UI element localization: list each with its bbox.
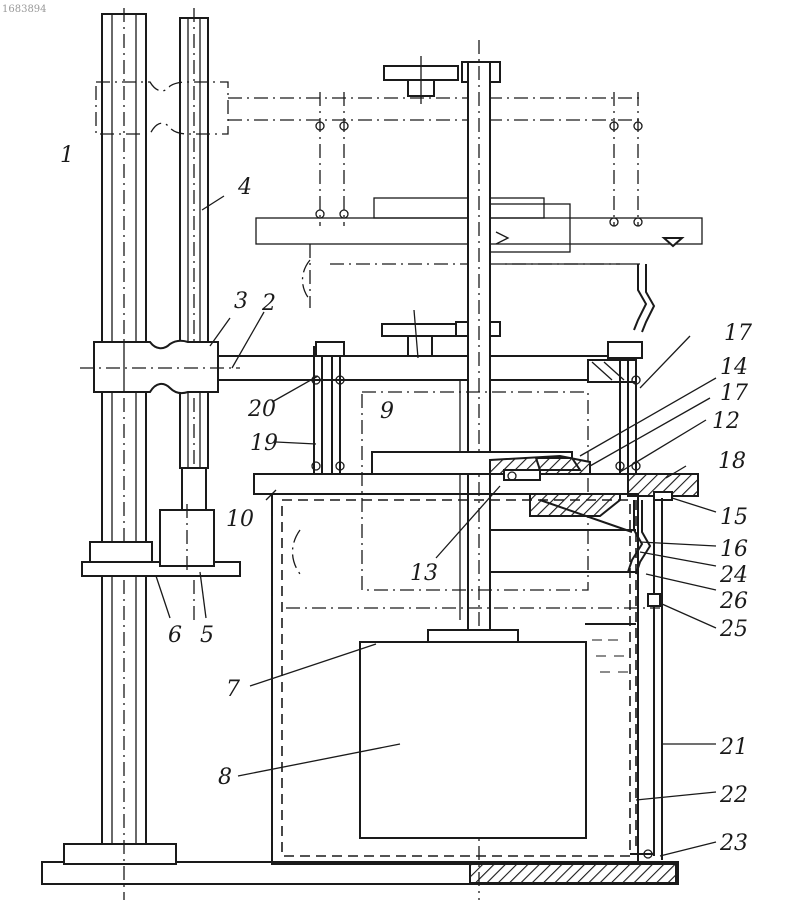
label-21: 21 [719,735,748,760]
label-19: 19 [250,431,278,456]
label-16: 16 [720,537,748,562]
label-15: 15 [720,505,748,530]
upper-clamp [96,82,640,134]
label-5: 5 [200,623,214,648]
label-4: 4 [237,175,252,200]
weight-8 [360,630,586,838]
column-1 [102,8,146,900]
label-17a: 17 [724,321,752,346]
clamp-3 [80,341,240,394]
label-2: 2 [261,291,276,316]
arm-2 [218,356,640,382]
label-13: 13 [410,561,438,586]
label-22: 22 [719,783,748,808]
label-14: 14 [720,355,748,380]
water-surface [585,624,636,672]
label-23: 23 [719,831,748,856]
label-26: 26 [719,589,748,614]
label-7: 7 [226,677,240,702]
plate-10 [254,474,630,494]
label-17b: 17 [720,381,748,406]
label-9: 9 [380,399,394,424]
label-8: 8 [218,765,232,790]
label-1: 1 [60,143,74,168]
label-20: 20 [247,397,276,422]
label-12: 12 [712,409,740,434]
label-25: 25 [719,617,748,642]
label-10: 10 [226,507,254,532]
label-18: 18 [718,449,746,474]
hook-16 [628,264,654,574]
label-24: 24 [719,563,748,588]
label-3: 3 [234,289,248,314]
label-6: 6 [168,623,182,648]
stamp-text: 1683894 [2,4,47,15]
